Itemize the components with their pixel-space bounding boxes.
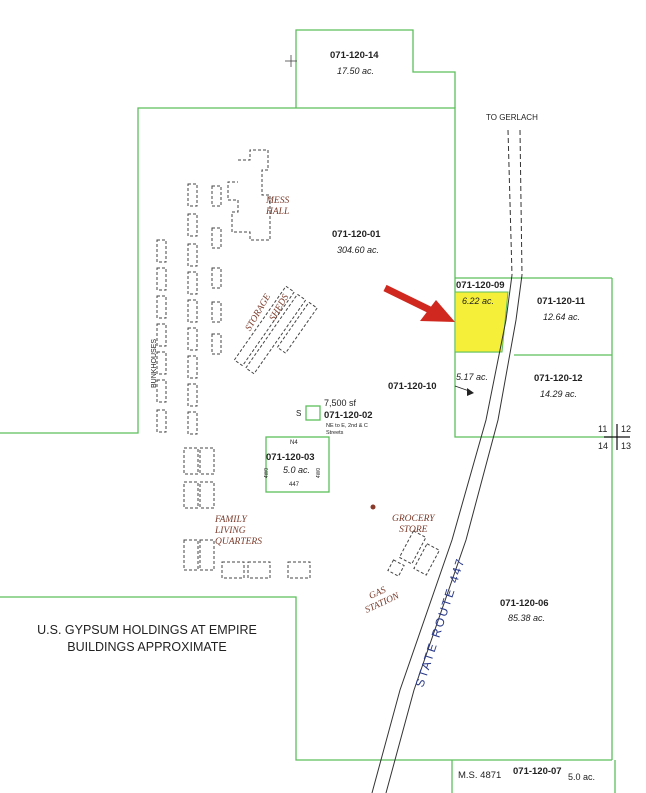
- parcel-boundary-02: [305, 405, 321, 421]
- family-quarters-label: FAMILY LIVING QUARTERS: [215, 515, 262, 547]
- road-dashed-left: [507, 129, 513, 276]
- parcel-06-id: 071-120-06: [500, 598, 549, 609]
- leader-10-head: [467, 388, 474, 396]
- parcel-03-box-right: 4W0: [316, 467, 323, 479]
- section-14: 14: [598, 441, 609, 451]
- parcel-03-id: 071-120-03: [266, 452, 315, 463]
- parcel-07-id: 071-120-07: [513, 766, 562, 777]
- section-12: 12: [621, 424, 632, 434]
- parcel-14-acres: 17.50 ac.: [337, 66, 375, 76]
- parcel-10-acres: 5.17 ac.: [456, 372, 489, 382]
- building-outlines: [156, 149, 441, 579]
- parcel-06-acres: 85.38 ac.: [508, 613, 546, 623]
- parcel-03-box-left: 4W0: [264, 467, 271, 479]
- highlighted-parcel: [454, 291, 509, 353]
- parcel-07-acres: 5.0 ac.: [568, 772, 596, 782]
- parcel-03-box-bottom: 447: [289, 482, 300, 488]
- pointer-arrow: [383, 284, 455, 322]
- parcel-12-id: 071-120-12: [534, 373, 583, 384]
- route-447-right: [385, 274, 523, 793]
- parcel-02-acres: 7,500 sf: [324, 398, 357, 408]
- parcel-02-s-note: S: [296, 409, 302, 418]
- parcel-boundary-south: [0, 596, 612, 761]
- location-dot: [370, 504, 376, 510]
- parcel-10-id: 071-120-10: [388, 381, 437, 392]
- parcel-03-box-top: N4: [290, 440, 298, 446]
- bunkhouses-label: BUNKHOUSES: [151, 338, 159, 389]
- section-11: 11: [598, 424, 608, 434]
- parcel-09-acres: 6.22 ac.: [462, 296, 495, 306]
- crosshair-icon: [285, 55, 297, 67]
- parcel-02-streets: NE to E, 2nd & C Streets: [326, 423, 368, 436]
- parcel-01-id: 071-120-01: [332, 229, 381, 240]
- to-gerlach-label: TO GERLACH: [486, 113, 538, 122]
- section-corner-cross: [604, 424, 630, 450]
- road-dashed-right: [519, 129, 523, 276]
- parcel-01-acres: 304.60 ac.: [337, 245, 380, 255]
- section-13: 13: [621, 441, 632, 451]
- parcel-boundary-14: [295, 29, 456, 108]
- parcel-12-acres: 14.29 ac.: [540, 389, 578, 399]
- parcel-11-acres: 12.64 ac.: [543, 312, 581, 322]
- parcel-boundary-03: [265, 436, 330, 493]
- parcel-14-id: 071-120-14: [330, 50, 379, 61]
- parcel-09-id: 071-120-09: [456, 280, 505, 291]
- parcel-03-acres: 5.0 ac.: [283, 465, 311, 475]
- ms-4871: M.S. 4871: [458, 770, 502, 781]
- map-title: U.S. GYPSUM HOLDINGS AT EMPIRE BUILDINGS…: [37, 623, 257, 654]
- route-447-left: [371, 274, 513, 793]
- parcel-02-id: 071-120-02: [324, 410, 373, 421]
- parcel-11-id: 071-120-11: [537, 296, 586, 307]
